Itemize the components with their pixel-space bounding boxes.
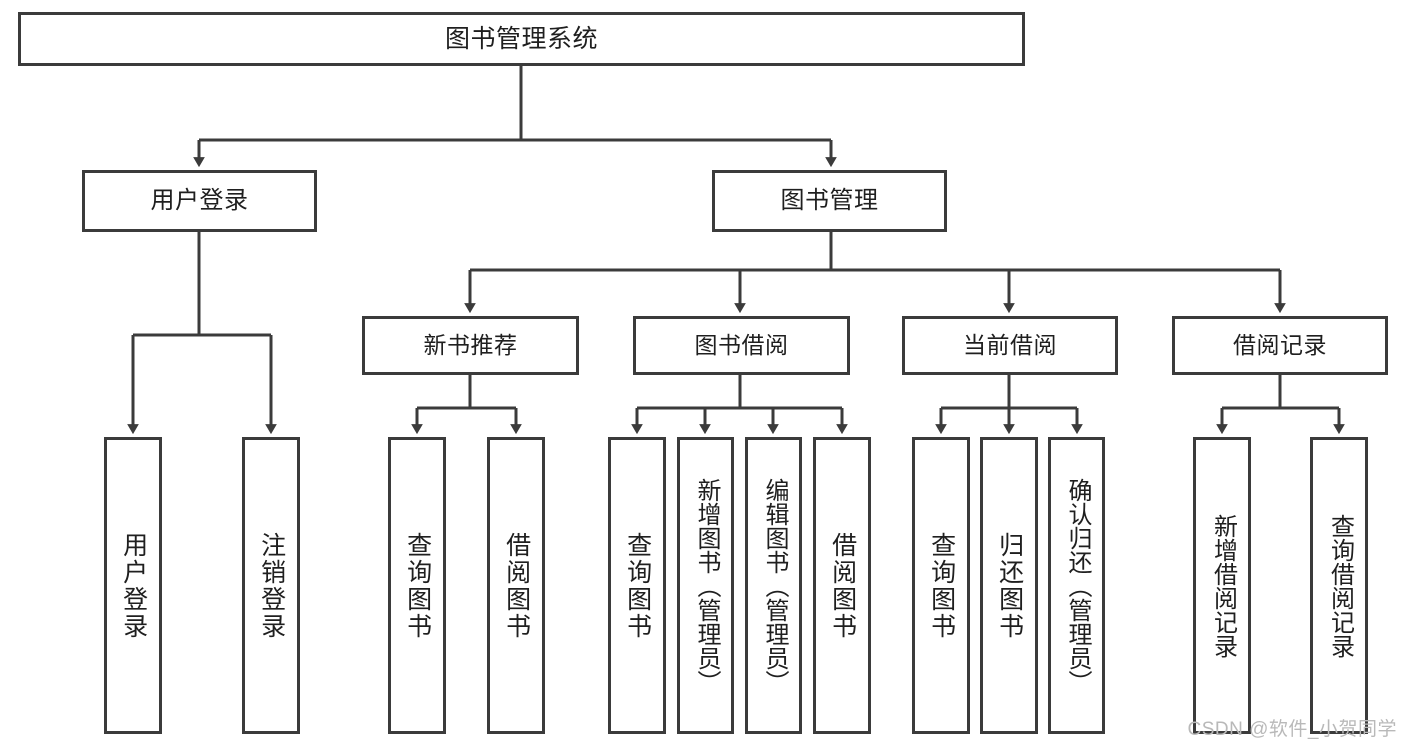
node-leaf-add-record[interactable]: 新增借阅记录	[1193, 437, 1251, 734]
node-leaf-add-book-label: 新增图书（管理员）	[692, 477, 720, 694]
node-current-borrow-label: 当前借阅	[963, 332, 1057, 359]
node-root-label: 图书管理系统	[444, 24, 598, 53]
node-leaf-confirm-return-label: 确认归还（管理员）	[1063, 477, 1091, 694]
node-user-login-label: 用户登录	[150, 187, 249, 215]
node-root[interactable]: 图书管理系统	[18, 12, 1025, 66]
node-leaf-borrow-book-2-label: 借阅图书	[828, 531, 857, 640]
node-borrow-record[interactable]: 借阅记录	[1172, 316, 1388, 375]
node-leaf-query-book-1[interactable]: 查询图书	[388, 437, 446, 734]
node-borrow-record-label: 借阅记录	[1233, 332, 1327, 359]
node-book-management[interactable]: 图书管理	[712, 170, 947, 232]
node-leaf-borrow-book-2[interactable]: 借阅图书	[813, 437, 871, 734]
node-leaf-return-book[interactable]: 归还图书	[980, 437, 1038, 734]
node-leaf-edit-book-label: 编辑图书（管理员）	[760, 477, 788, 694]
node-book-borrow-label: 图书借阅	[694, 332, 789, 359]
node-leaf-query-book-2[interactable]: 查询图书	[608, 437, 666, 734]
node-leaf-return-book-label: 归还图书	[995, 531, 1024, 640]
node-new-book-recommend[interactable]: 新书推荐	[362, 316, 579, 375]
node-book-management-label: 图书管理	[780, 187, 879, 215]
node-leaf-query-book-2-label: 查询图书	[623, 531, 652, 640]
node-leaf-query-record-label: 查询借阅记录	[1326, 513, 1354, 658]
node-leaf-logout-login-label: 注销登录	[257, 531, 286, 640]
node-leaf-query-book-1-label: 查询图书	[403, 531, 432, 640]
node-leaf-borrow-book-1[interactable]: 借阅图书	[487, 437, 545, 734]
node-book-borrow[interactable]: 图书借阅	[633, 316, 850, 375]
csdn-watermark: CSDN @软件_小贺同学	[1187, 719, 1397, 740]
node-leaf-borrow-book-1-label: 借阅图书	[502, 531, 531, 640]
node-leaf-logout-login[interactable]: 注销登录	[242, 437, 300, 734]
node-leaf-edit-book[interactable]: 编辑图书（管理员）	[745, 437, 802, 734]
node-leaf-user-login-label: 用户登录	[119, 531, 148, 640]
node-leaf-add-record-label: 新增借阅记录	[1209, 513, 1237, 658]
node-current-borrow[interactable]: 当前借阅	[902, 316, 1118, 375]
node-new-book-recommend-label: 新书推荐	[423, 332, 518, 359]
node-leaf-query-record[interactable]: 查询借阅记录	[1310, 437, 1368, 734]
node-leaf-query-book-3-label: 查询图书	[927, 531, 956, 640]
node-user-login[interactable]: 用户登录	[82, 170, 317, 232]
node-leaf-confirm-return[interactable]: 确认归还（管理员）	[1048, 437, 1105, 734]
node-leaf-query-book-3[interactable]: 查询图书	[912, 437, 970, 734]
node-leaf-add-book[interactable]: 新增图书（管理员）	[677, 437, 734, 734]
node-leaf-user-login[interactable]: 用户登录	[104, 437, 162, 734]
